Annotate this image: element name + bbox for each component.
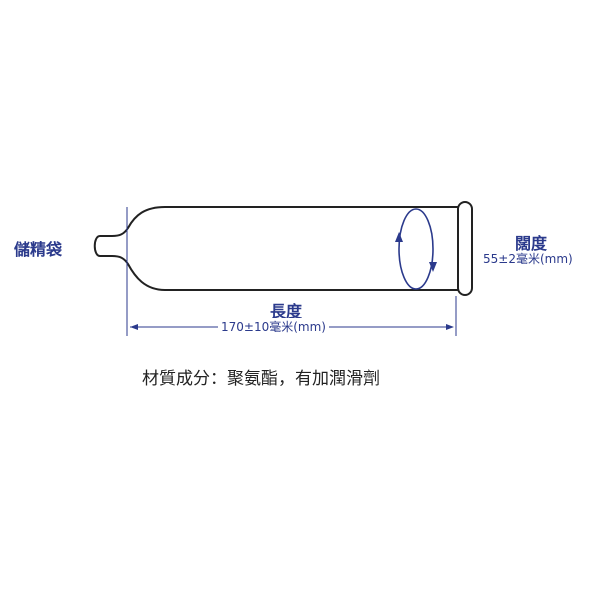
circumference-ellipse: [398, 208, 434, 290]
arrow-right-icon: [446, 324, 454, 330]
arrow-up-icon: [395, 232, 403, 242]
length-value: 170±10毫米(mm): [218, 318, 329, 335]
condom-outline: [93, 206, 458, 291]
width-value: 55±2毫米(mm): [483, 252, 573, 266]
arrow-down-icon: [429, 262, 437, 272]
reservoir-label: 儲精袋: [14, 240, 63, 259]
material-description: 材質成分：聚氨酯，有加潤滑劑: [142, 369, 380, 389]
width-title: 闊度: [515, 234, 548, 253]
arrow-left-icon: [130, 324, 138, 330]
length-title: 長度: [270, 302, 303, 321]
condom-rim: [457, 201, 473, 296]
